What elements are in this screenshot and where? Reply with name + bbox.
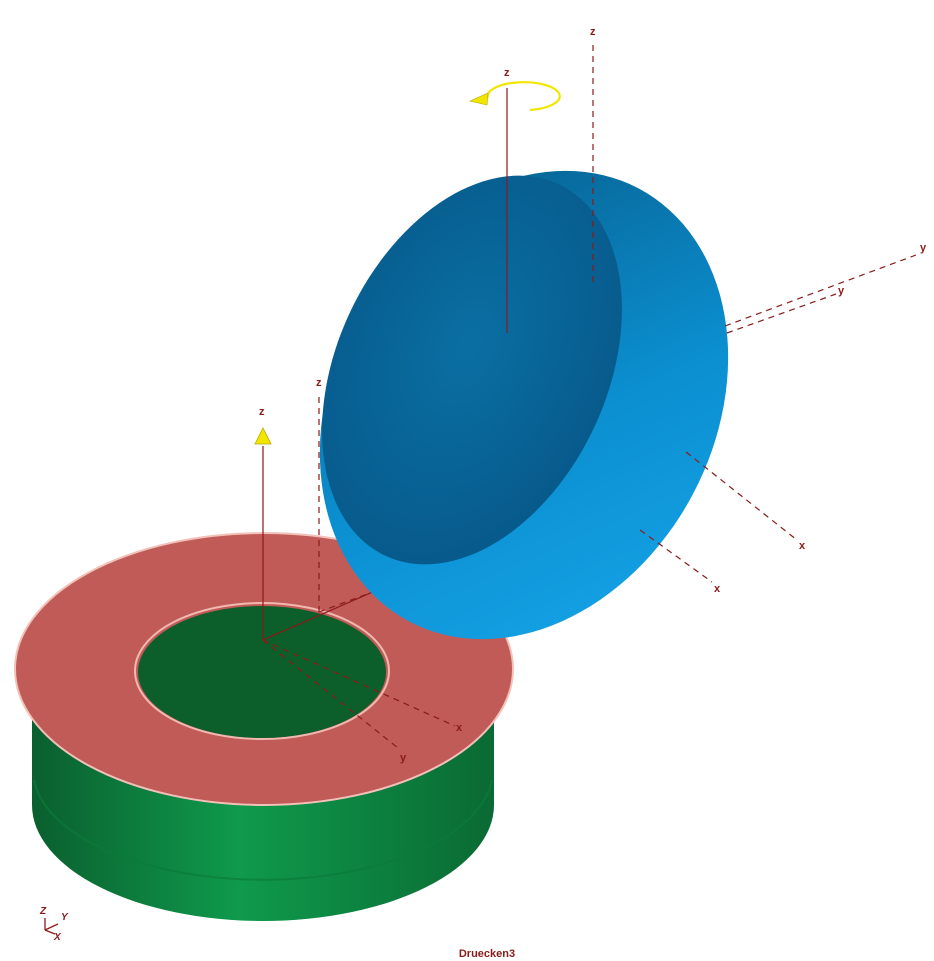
roller[interactable]	[240, 99, 807, 711]
roller-face	[322, 175, 622, 565]
roller-pivot-z-label: z	[590, 26, 596, 38]
roller-x-axis-dashed-1	[685, 451, 798, 541]
mandrel-y-axis-dashed	[262, 639, 399, 749]
roller-aux-x-label: x	[714, 583, 721, 595]
mandrel-x-label: x	[456, 722, 463, 734]
triad-z-label: Z	[39, 906, 47, 917]
mandrel-arrow-icon	[254, 427, 272, 445]
workpiece-base-dashed	[318, 579, 406, 613]
triad-x-label: X	[53, 932, 62, 943]
roller-center-z-label: z	[504, 67, 510, 79]
mandrel-z-label: z	[259, 406, 265, 418]
roller-axes	[506, 45, 917, 583]
mandrel-y-label: y	[400, 752, 407, 764]
roller-aux-y-label: y	[838, 285, 845, 297]
mandrel-x-axis-dashed	[262, 639, 456, 727]
roller-pivot-y-label: y	[920, 242, 927, 254]
roller-y-axis-dashed-2	[726, 293, 837, 334]
disc-inner-edge	[134, 602, 390, 740]
view-triad: Z Y X	[39, 906, 69, 943]
model-title: Druecken3	[459, 948, 515, 960]
roller-y-axis-dashed-1	[724, 254, 917, 327]
rotation-arrow-icon	[469, 81, 561, 112]
roller-x-axis-dashed-2	[639, 529, 713, 583]
mandrel-band	[33, 779, 493, 881]
triad-y-label: Y	[61, 912, 69, 923]
mandrel-top-face	[138, 606, 386, 738]
roller-pivot-x-label: x	[799, 540, 806, 552]
workpiece-z-label: z	[316, 377, 322, 389]
